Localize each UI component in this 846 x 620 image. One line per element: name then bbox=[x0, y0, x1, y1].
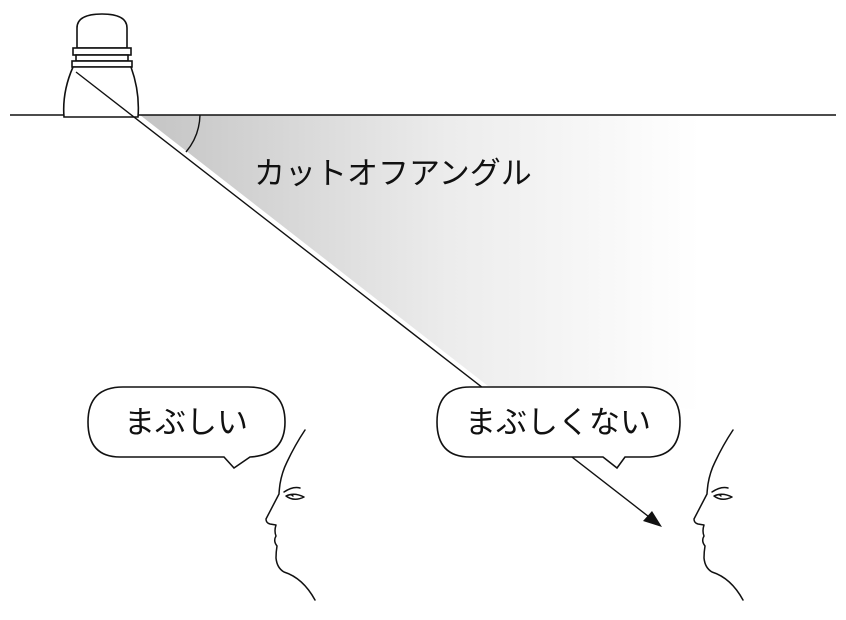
cutoff-angle-label: カットオフアングル bbox=[254, 156, 532, 192]
speech-bubble-left bbox=[87, 386, 286, 470]
light-fixture-icon bbox=[62, 13, 140, 118]
face-profile-right bbox=[693, 429, 744, 601]
speech-text-no-glare: まぶしくない bbox=[465, 405, 651, 441]
speech-text-glare: まぶしい bbox=[124, 405, 248, 441]
cutoff-shade-region bbox=[140, 115, 700, 410]
speech-bubble-right bbox=[436, 386, 681, 470]
ray-arrowhead bbox=[643, 511, 662, 527]
cutoff-angle-arc bbox=[185, 114, 201, 153]
face-profile-left bbox=[265, 429, 316, 601]
